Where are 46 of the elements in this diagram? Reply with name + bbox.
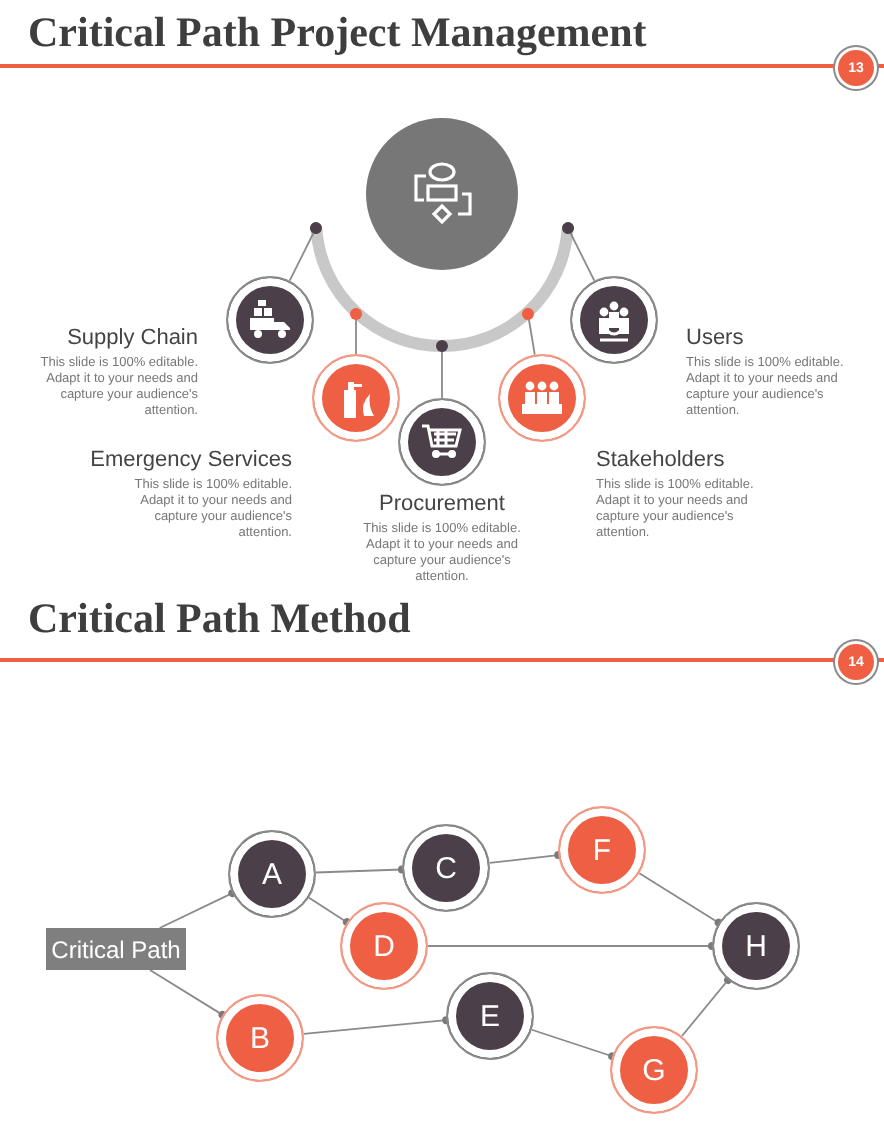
node-label: B xyxy=(249,1021,270,1055)
connector-line xyxy=(427,942,716,950)
item-heading: Stakeholders xyxy=(596,448,725,472)
event-circle xyxy=(216,994,304,1082)
node-label: Critical Path xyxy=(51,935,181,963)
connector-line xyxy=(436,340,448,399)
connector-line xyxy=(288,222,322,282)
event-circle xyxy=(446,972,534,1060)
node-label: D xyxy=(373,929,395,963)
slide-title: Critical Path Method xyxy=(28,594,411,644)
connector-line xyxy=(488,851,563,864)
item-heading: Users xyxy=(686,326,744,350)
icon-circle xyxy=(570,276,658,364)
item-heading: Emergency Services xyxy=(90,448,292,472)
connector-line xyxy=(315,865,406,874)
event-circle xyxy=(402,824,490,912)
event-circle xyxy=(228,830,316,918)
event-circle xyxy=(610,1026,698,1114)
connector-line xyxy=(149,969,227,1019)
icon-circle xyxy=(312,354,400,442)
connector-line xyxy=(350,308,362,355)
icon-circle xyxy=(226,276,314,364)
connector-line xyxy=(308,896,351,927)
connector-line xyxy=(158,889,237,929)
start-label-box xyxy=(46,928,186,970)
arc-band xyxy=(310,227,574,352)
item-heading: Procurement xyxy=(377,492,507,516)
node-label: F xyxy=(592,833,612,867)
node-label: G xyxy=(642,1053,666,1087)
node-label: C xyxy=(435,851,457,885)
event-circle xyxy=(558,806,646,894)
icon-circle xyxy=(398,398,486,486)
node-label: H xyxy=(745,929,767,963)
node-label: E xyxy=(479,999,500,1033)
event-circle xyxy=(340,902,428,990)
slide-title: Critical Path Project Management xyxy=(28,8,647,58)
icon-circle xyxy=(498,354,586,442)
connector-line xyxy=(681,976,733,1037)
connector-line xyxy=(562,222,596,282)
connector-line xyxy=(638,872,723,927)
connector-line xyxy=(522,308,536,356)
connector-line xyxy=(530,1028,617,1061)
connector-line xyxy=(302,1016,451,1035)
item-heading: Supply Chain xyxy=(67,326,198,350)
event-circle xyxy=(712,902,800,990)
node-label: A xyxy=(261,857,282,891)
